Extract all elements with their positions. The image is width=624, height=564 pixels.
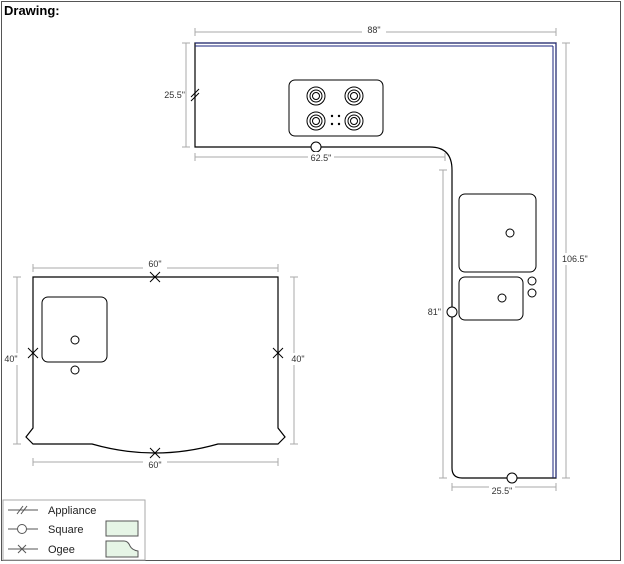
dim-right-inner bbox=[439, 169, 447, 479]
legend-item-appliance: Appliance bbox=[8, 505, 96, 517]
appliance-icon bbox=[16, 505, 24, 515]
burner bbox=[306, 111, 326, 131]
square-edge-swatch bbox=[105, 520, 139, 537]
dim-label-island-bottom: 60" bbox=[148, 460, 161, 470]
legend-label-appliance: Appliance bbox=[48, 505, 96, 517]
ogee-edge-marker bbox=[149, 447, 161, 459]
legend-label-square: Square bbox=[48, 524, 83, 536]
dim-label-island-right: 40" bbox=[291, 354, 304, 364]
dim-label-right-inner: 81" bbox=[428, 307, 441, 317]
dim-label-island-top: 60" bbox=[148, 259, 161, 269]
island-outline bbox=[25, 276, 286, 454]
cooktop bbox=[288, 79, 384, 137]
sink-drain bbox=[497, 293, 507, 303]
legend-item-ogee: Ogee bbox=[8, 540, 139, 558]
appliance-edge-marker bbox=[190, 88, 200, 102]
faucet-hole bbox=[527, 276, 537, 286]
dim-label-right-bottom: 25.5" bbox=[492, 486, 513, 496]
dim-label-top-width: 88" bbox=[367, 25, 380, 35]
legend-label-ogee: Ogee bbox=[48, 544, 75, 556]
faucet-hole bbox=[527, 288, 537, 298]
square-edge-marker bbox=[446, 306, 458, 318]
square-edge-marker bbox=[506, 472, 518, 484]
cooktop-controls bbox=[330, 114, 341, 126]
dim-label-right-total: 106.5" bbox=[562, 254, 588, 264]
legend: Appliance Square Ogee bbox=[2, 499, 146, 561]
backsplash-lines bbox=[195, 42, 557, 478]
burner bbox=[344, 86, 364, 106]
island-sink bbox=[41, 296, 108, 363]
sink-large bbox=[458, 193, 537, 273]
page-title: Drawing: bbox=[4, 3, 60, 18]
sink-drain bbox=[505, 228, 515, 238]
dim-top-depth bbox=[182, 42, 190, 148]
sink-drain bbox=[70, 335, 80, 345]
square-icon bbox=[17, 524, 27, 534]
ogee-edge-swatch bbox=[105, 540, 139, 558]
dim-label-top-inner: 62.5" bbox=[311, 153, 332, 163]
burner bbox=[306, 86, 326, 106]
sink-small bbox=[458, 276, 524, 321]
square-edge-marker bbox=[310, 141, 322, 153]
ogee-edge-marker bbox=[149, 271, 161, 283]
legend-item-square: Square bbox=[8, 520, 139, 537]
l-countertop-outline bbox=[194, 42, 557, 479]
dim-label-top-depth: 25.5" bbox=[164, 90, 185, 100]
faucet-hole bbox=[70, 365, 80, 375]
ogee-edge-marker bbox=[272, 347, 284, 359]
ogee-edge-marker bbox=[27, 347, 39, 359]
dim-label-island-left: 40" bbox=[4, 354, 17, 364]
ogee-icon bbox=[17, 544, 27, 554]
burner bbox=[344, 111, 364, 131]
